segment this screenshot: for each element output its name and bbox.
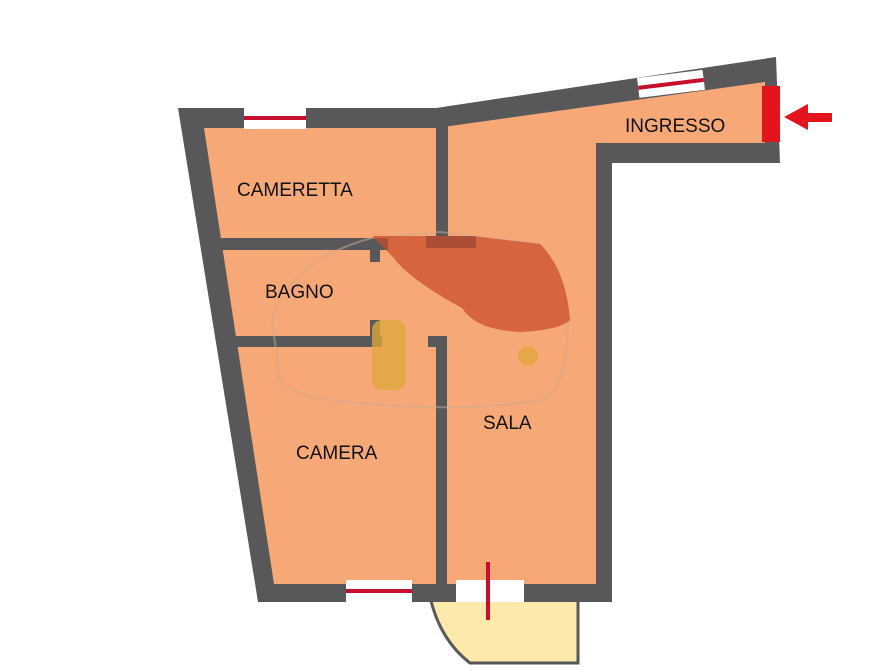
room-label-cameretta: CAMERETTA xyxy=(237,180,353,201)
window-ingresso xyxy=(637,69,705,98)
window-camera xyxy=(346,580,412,602)
room-label-sala: SALA xyxy=(483,413,532,434)
arrow-left-icon xyxy=(784,104,832,130)
logo-watermark xyxy=(270,230,570,409)
room-label-camera: CAMERA xyxy=(296,443,378,464)
entrance-door xyxy=(762,86,780,142)
room-label-ingresso: INGRESSO xyxy=(625,116,725,137)
room-label-bagno: BAGNO xyxy=(265,282,334,303)
balcony xyxy=(428,595,580,665)
window-cameretta xyxy=(244,107,306,129)
floor xyxy=(204,82,765,584)
balcony-door xyxy=(456,562,524,620)
